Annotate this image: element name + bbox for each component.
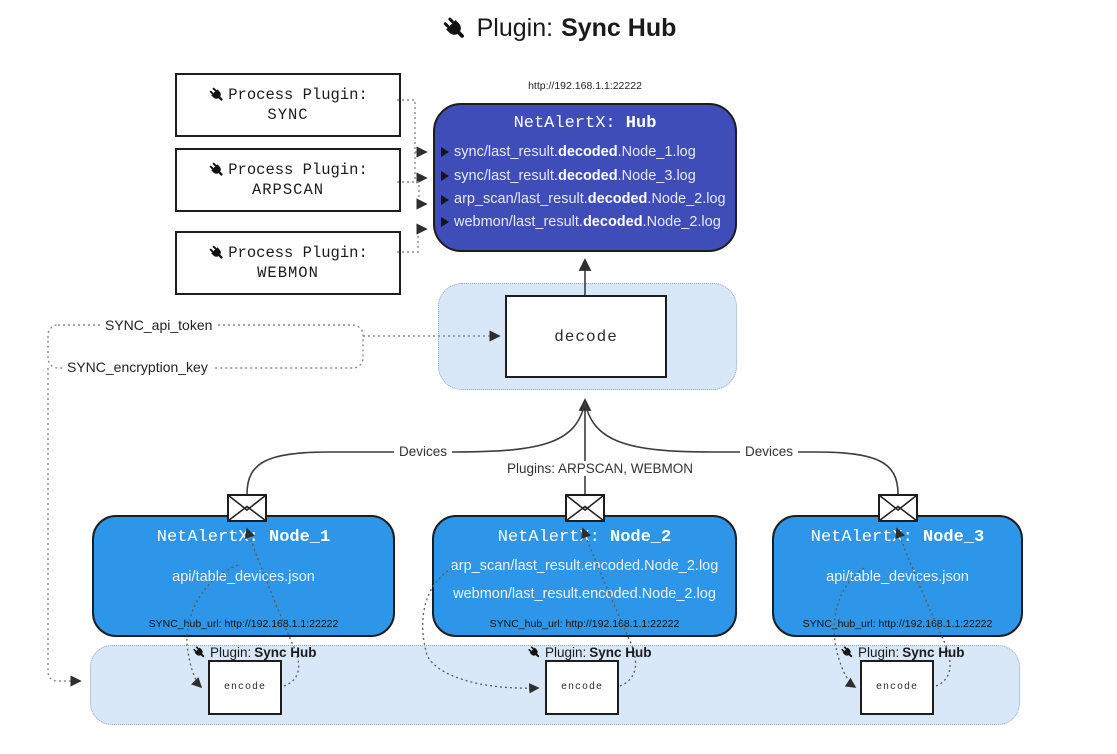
process-plugin-name: ARPSCAN (251, 181, 325, 199)
arrow-right-icon (441, 217, 449, 227)
process-plugin-arpscan: Process Plugin: ARPSCAN (175, 148, 401, 212)
arrow-right-icon (441, 171, 449, 181)
netalertx-hub: NetAlertX: Hub sync/last_result.decoded.… (433, 103, 737, 252)
process-plugin-webmon: Process Plugin: WEBMON (175, 231, 401, 295)
plug-icon (441, 15, 469, 43)
decode-panel (438, 283, 737, 390)
node-file: arp_scan/last_result.encoded.Node_2.log (450, 558, 719, 574)
process-plugin-sync: Process Plugin: SYNC (175, 73, 401, 137)
netalertx-node-2: NetAlertX: Node_2 arp_scan/last_result.e… (432, 515, 737, 637)
plug-icon (208, 161, 226, 179)
sync-hub-plugin-band (90, 645, 1020, 725)
hub-log-line: sync/last_result.decoded.Node_3.log (435, 164, 735, 188)
node-file: api/table_devices.json (826, 569, 969, 585)
hub-log-line: webmon/last_result.decoded.Node_2.log (435, 211, 735, 233)
netalertx-node-3: NetAlertX: Node_3 api/table_devices.json… (772, 515, 1023, 637)
process-plugin-label: Process Plugin: (228, 244, 368, 262)
process-plugin-label: Process Plugin: (228, 161, 368, 179)
node-hub-url: SYNC_hub_url: http://192.168.1.1:22222 (802, 618, 993, 630)
plug-icon (208, 244, 226, 262)
hub-title: NetAlertX: Hub (513, 114, 657, 133)
hub-log-line: arp_scan/last_result.decoded.Node_2.log (435, 188, 735, 211)
hub-log-line: sync/last_result.decoded.Node_1.log (435, 140, 735, 164)
arrow-right-icon (441, 194, 449, 205)
node-file: api/table_devices.json (172, 569, 315, 585)
page-title-prefix: Plugin: (476, 14, 554, 42)
arrow-right-icon (441, 147, 449, 157)
page-title-bold: Sync Hub (561, 14, 677, 42)
page-title: Plugin: Sync Hub (441, 14, 677, 43)
node-hub-url: SYNC_hub_url: http://192.168.1.1:22222 (489, 618, 680, 630)
node-file: webmon/last_result.encoded.Node_2.log (453, 586, 716, 602)
netalertx-node-1: NetAlertX: Node_1 api/table_devices.json… (92, 515, 395, 637)
process-plugin-label: Process Plugin: (228, 86, 368, 104)
process-plugin-name: WEBMON (257, 264, 319, 282)
hub-url: http://192.168.1.1:22222 (528, 80, 642, 92)
plug-icon (208, 86, 226, 104)
node-hub-url: SYNC_hub_url: http://192.168.1.1:22222 (148, 618, 339, 630)
process-plugin-name: SYNC (267, 106, 309, 124)
